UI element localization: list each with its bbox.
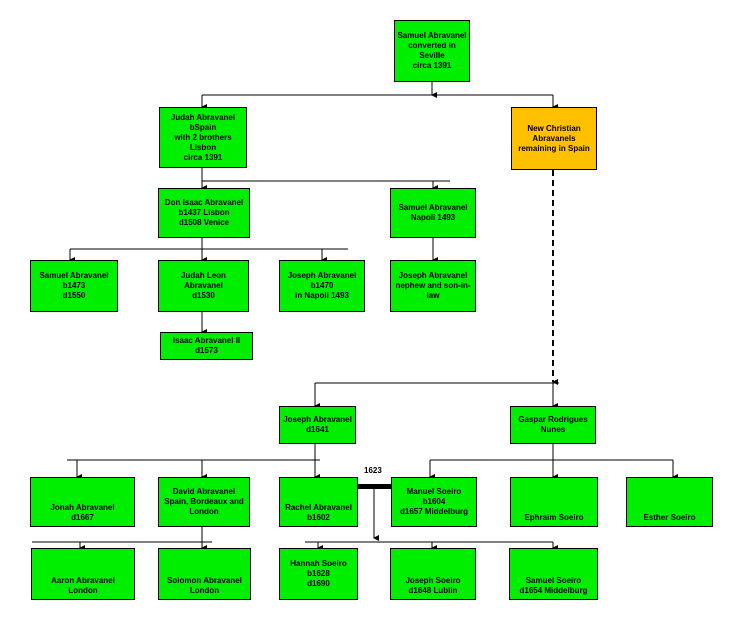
node-gaspar: Gaspar Rodrigues Nunes xyxy=(510,406,596,444)
node-solomon: Solomon Abravanel London xyxy=(158,548,251,600)
node-don-isaac: Don Isaac Abravanel b1437 Lisbon d1508 V… xyxy=(158,188,250,238)
node-new-christian: New Christian Abravanels remaining in Sp… xyxy=(511,107,597,170)
node-joseph-1641: Joseph Abravanel d1641 xyxy=(279,406,356,444)
node-jonah: Jonah Abravanel d1667 xyxy=(30,477,135,527)
node-aaron: Aaron Abravanel London xyxy=(31,548,135,600)
node-ephraim: Ephraim Soeiro xyxy=(510,477,598,527)
node-samuel-soeiro: Samuel Soeiro d1654 Middelburg xyxy=(509,548,598,600)
node-isaac-ii: Isaac Abravanel II d1573 xyxy=(160,332,253,360)
node-rachel: Rachel Abravanel b1602 xyxy=(279,477,358,527)
node-hannah: Hannah Soeiro b1628 d1690 xyxy=(279,548,358,600)
node-judah: Judah Abravanel bSpain with 2 brothers L… xyxy=(159,107,247,168)
node-samuel-1473: Samuel Abravanel b1473 d1550 xyxy=(30,260,118,312)
node-joseph-soeiro: Joseph Soeiro d1648 Lublin xyxy=(390,548,476,600)
node-david: David Abravanel Spain, Bordeaux and Lond… xyxy=(158,477,250,527)
node-joseph-nephew: Joseph Abravanel nephew and son-in- law xyxy=(390,260,476,312)
marriage-bar xyxy=(358,484,391,489)
node-samuel-root: Samuel Abravanel converted in Seville ci… xyxy=(394,20,470,82)
node-joseph-1470: Joseph Abravanel b1470 in Napoli 1493 xyxy=(279,260,365,312)
node-esther: Esther Soeiro xyxy=(626,477,713,527)
node-samuel-napoli: Samuel Abravanel Napoli 1493 xyxy=(390,188,476,238)
marriage-year-label: 1623 xyxy=(364,466,382,475)
node-judah-leon: Judah Leon Abravanel d1530 xyxy=(158,260,249,312)
node-manuel: Manuel Soeiro b1604 d1657 Middelburg xyxy=(391,477,477,527)
